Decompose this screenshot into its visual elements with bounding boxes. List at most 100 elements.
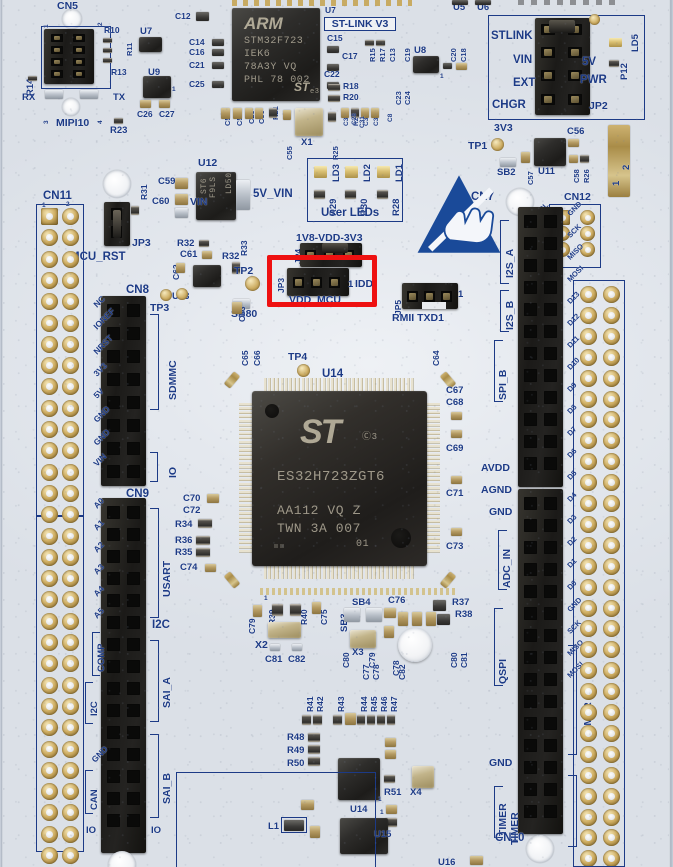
through-hole-pad[interactable] <box>62 761 79 779</box>
through-hole-pad[interactable] <box>603 745 620 763</box>
through-hole-pad[interactable] <box>41 719 58 737</box>
through-hole-pad[interactable] <box>41 655 58 673</box>
through-hole-pad[interactable] <box>603 850 620 867</box>
through-hole-pad[interactable] <box>41 591 58 609</box>
through-hole-pad[interactable] <box>41 570 58 588</box>
jumper-jp4[interactable] <box>287 268 349 296</box>
through-hole-pad[interactable] <box>62 314 79 332</box>
through-hole-pad[interactable] <box>603 515 620 533</box>
through-hole-pad[interactable] <box>580 683 597 701</box>
through-hole-pad[interactable] <box>62 378 79 396</box>
through-hole-pad[interactable] <box>580 829 597 847</box>
jumper-jp6[interactable] <box>402 283 458 309</box>
through-hole-pad[interactable] <box>62 527 79 545</box>
through-hole-pad[interactable] <box>41 634 58 651</box>
through-hole-pad[interactable] <box>580 348 597 366</box>
through-hole-pad[interactable] <box>580 766 597 784</box>
through-hole-pad[interactable] <box>62 399 79 417</box>
through-hole-pad[interactable] <box>62 697 79 715</box>
through-hole-pad[interactable] <box>603 390 620 408</box>
through-hole-pad[interactable] <box>62 506 79 524</box>
through-hole-pad[interactable] <box>62 783 79 801</box>
through-hole-pad[interactable] <box>62 804 79 822</box>
through-hole-pad[interactable] <box>41 399 58 417</box>
through-hole-pad[interactable] <box>41 442 58 460</box>
through-hole-pad[interactable] <box>62 740 79 758</box>
connector-cn8[interactable] <box>101 296 146 486</box>
through-hole-pad[interactable] <box>603 411 620 429</box>
through-hole-pad[interactable] <box>62 421 79 438</box>
jumper-jp3[interactable] <box>104 202 130 246</box>
cn12-pad-2[interactable] <box>580 210 595 225</box>
through-hole-pad[interactable] <box>62 250 79 268</box>
through-hole-pad[interactable] <box>62 208 79 225</box>
through-hole-pad[interactable] <box>41 357 58 375</box>
through-hole-pad[interactable] <box>41 676 58 694</box>
connector-cn5[interactable] <box>44 29 94 84</box>
through-hole-pad[interactable] <box>41 463 58 481</box>
through-hole-pad[interactable] <box>603 536 620 554</box>
through-hole-pad[interactable] <box>41 293 58 311</box>
through-hole-pad[interactable] <box>603 683 620 701</box>
through-hole-pad[interactable] <box>580 745 597 763</box>
through-hole-pad[interactable] <box>603 369 620 387</box>
through-hole-pad[interactable] <box>603 599 620 617</box>
through-hole-pad[interactable] <box>603 704 620 721</box>
through-hole-pad[interactable] <box>580 495 597 512</box>
through-hole-pad[interactable] <box>580 662 597 680</box>
through-hole-pad[interactable] <box>41 697 58 715</box>
through-hole-pad[interactable] <box>41 208 58 225</box>
through-hole-pad[interactable] <box>62 612 79 630</box>
through-hole-pad[interactable] <box>580 536 597 554</box>
through-hole-pad[interactable] <box>41 825 58 843</box>
through-hole-pad[interactable] <box>62 548 79 566</box>
connector-cn12-slot[interactable] <box>608 125 630 197</box>
through-hole-pad[interactable] <box>580 557 597 575</box>
through-hole-pad[interactable] <box>603 327 620 345</box>
through-hole-pad[interactable] <box>41 548 58 566</box>
through-hole-pad[interactable] <box>41 527 58 545</box>
through-hole-pad[interactable] <box>41 271 58 289</box>
through-hole-pad[interactable] <box>580 620 597 638</box>
through-hole-pad[interactable] <box>580 641 597 659</box>
reset-button[interactable] <box>398 628 432 662</box>
through-hole-pad[interactable] <box>603 662 620 680</box>
through-hole-pad[interactable] <box>603 286 620 303</box>
through-hole-pad[interactable] <box>62 676 79 694</box>
through-hole-pad[interactable] <box>580 787 597 805</box>
through-hole-pad[interactable] <box>580 599 597 617</box>
through-hole-pad[interactable] <box>62 825 79 843</box>
through-hole-pad[interactable] <box>603 641 620 659</box>
through-hole-pad[interactable] <box>62 229 79 247</box>
through-hole-pad[interactable] <box>580 286 597 303</box>
through-hole-pad[interactable] <box>62 293 79 311</box>
through-hole-pad[interactable] <box>62 634 79 651</box>
through-hole-pad[interactable] <box>580 327 597 345</box>
through-hole-pad[interactable] <box>62 463 79 481</box>
through-hole-pad[interactable] <box>62 335 79 353</box>
through-hole-pad[interactable] <box>603 306 620 324</box>
through-hole-pad[interactable] <box>41 314 58 332</box>
through-hole-pad[interactable] <box>41 421 58 438</box>
through-hole-pad[interactable] <box>41 335 58 353</box>
through-hole-pad[interactable] <box>580 390 597 408</box>
through-hole-pad[interactable] <box>62 442 79 460</box>
through-hole-pad[interactable] <box>580 704 597 721</box>
through-hole-pad[interactable] <box>62 655 79 673</box>
through-hole-pad[interactable] <box>603 348 620 366</box>
through-hole-pad[interactable] <box>62 484 79 502</box>
through-hole-pad[interactable] <box>41 612 58 630</box>
through-hole-pad[interactable] <box>41 804 58 822</box>
through-hole-pad[interactable] <box>41 783 58 801</box>
through-hole-pad[interactable] <box>603 453 620 471</box>
through-hole-pad[interactable] <box>580 724 597 742</box>
through-hole-pad[interactable] <box>41 229 58 247</box>
through-hole-pad[interactable] <box>603 766 620 784</box>
through-hole-pad[interactable] <box>41 847 58 864</box>
through-hole-pad[interactable] <box>580 432 597 450</box>
through-hole-pad[interactable] <box>62 271 79 289</box>
through-hole-pad[interactable] <box>603 620 620 638</box>
through-hole-pad[interactable] <box>603 829 620 847</box>
through-hole-pad[interactable] <box>603 808 620 826</box>
through-hole-pad[interactable] <box>580 808 597 826</box>
